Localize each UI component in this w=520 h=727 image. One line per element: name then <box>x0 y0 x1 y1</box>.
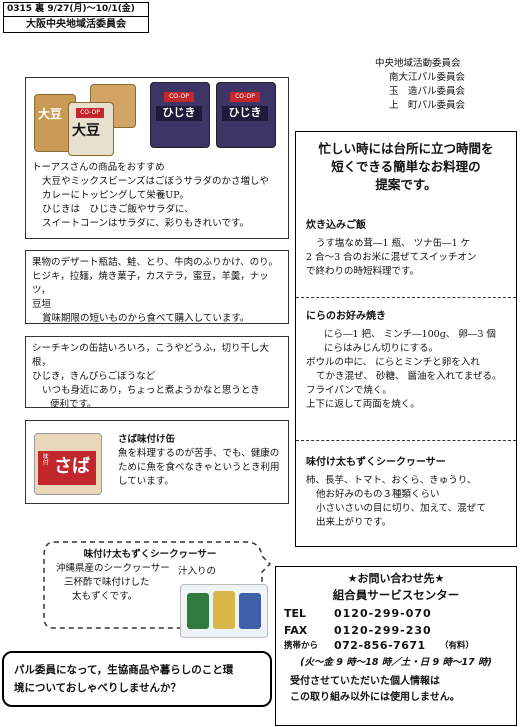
text-line: 小さいさいの目に切り、加えて、混ぜて <box>316 502 486 514</box>
text-line: ひじきは ひじきご飯やサラダに、 <box>42 204 194 215</box>
mobile-note: （有料） <box>440 641 475 651</box>
invite-line: パル委員になって，生協商品や暮らしのこと環 <box>14 664 234 676</box>
brand-badge: CO-OP <box>230 92 260 102</box>
text-line: シーチキンの缶詰いろいろ，こうやどうふ，切り干し大根， <box>32 343 270 368</box>
recipe-box: 忙しい時には台所に立つ時間を 短くできる簡単なお料理の 提案です。 炊き込みご飯… <box>295 131 517 547</box>
recipe-title: にらのお好み焼き <box>306 311 386 322</box>
saba-title: さば味付け缶 <box>118 434 176 445</box>
recipe-heading-line: 忙しい時には台所に立つ時間を <box>318 141 494 156</box>
divider <box>296 297 516 298</box>
text-line: 豆垣 <box>32 299 52 310</box>
recipe-item: 味付け太もずくシークヮーサー 柿、長芋、トマト、おくら、きゅうり、 他お好みのも… <box>306 456 510 530</box>
tel-label: TEL <box>284 607 307 620</box>
text-line: カレーにトッピングして栄養UP。 <box>42 190 190 201</box>
text-line: フライパンで焼く。 <box>306 384 392 396</box>
text-line: しています。 <box>118 476 174 487</box>
fruit-box: 果物のデザート瓶詰、鮭、とり、牛肉のふりかけ、のり。 ヒジキ，拉麺，焼き菓子，カ… <box>25 250 289 324</box>
text-line: にらはみじん切りにする。 <box>324 342 439 354</box>
recipe-heading-line: 提案です。 <box>375 177 437 192</box>
text-line: 果物のデザート瓶詰、鮭、とり、牛肉のふりかけ、のり。 <box>32 257 278 268</box>
text-line: ヒジキ，拉麺，焼き菓子，カステラ，蜜豆，羊羹，ナッツ， <box>32 271 269 296</box>
text-line: 便利です。 <box>50 399 97 410</box>
invitation-bubble: パル委員になって，生協商品や暮らしのこと環 境についておしゃべりしませんか？ <box>2 651 272 707</box>
mozuku-product-image <box>180 584 268 638</box>
text-line: スイートコーンはサラダに、彩りもきれいです。 <box>42 218 250 229</box>
text-line: 出来上がりです。 <box>316 516 392 528</box>
invite-line: 境についておしゃべりしませんか？ <box>14 682 182 694</box>
recipe-title: 味付け太もずくシークヮーサー <box>306 457 446 468</box>
hijiki-cans-image: CO-OP CO-OP ひじき ひじき <box>150 80 282 152</box>
privacy-note: 受付させていただいた個人情報は <box>290 676 440 687</box>
callout-bubble-outline <box>43 541 272 629</box>
fax-label: FAX <box>284 624 308 637</box>
can-side-label: 味付 <box>41 453 49 465</box>
divider <box>296 440 516 441</box>
fax-number: 0120-299-230 <box>334 624 432 637</box>
text-line: 2 合～3 合のお米に混ぜてスイッチオン <box>306 251 477 263</box>
soybean-cans-image: CO-OP 大豆 大豆 <box>34 82 140 156</box>
saba-can-image: 味付 さば <box>34 429 102 495</box>
text-line: 柿、長芋、トマト、おくら、きゅうり、 <box>306 474 477 486</box>
text-line: にら―1 把、 ミンチ―100g、 卵―3 個 <box>324 328 496 340</box>
can-label: さば <box>54 456 90 477</box>
brand-badge: CO-OP <box>76 108 104 118</box>
committee-item: 上 町パル委員会 <box>389 100 466 111</box>
privacy-note: この取り組み以外には使用しません。 <box>290 692 460 703</box>
text-line: ひじき，きんぴらごぼうなど <box>32 371 156 382</box>
text-line: 太もずくです。 <box>72 591 138 602</box>
recipe-item: にらのお好み焼き にら―1 把、 ミンチ―100g、 卵―3 個 にらはみじん切… <box>306 310 510 412</box>
can-label: 大豆 <box>38 107 63 121</box>
can-label: ひじき <box>222 106 268 121</box>
recipe-title: 炊き込みご飯 <box>306 220 366 231</box>
text-line: 上下に返して両面を焼く。 <box>306 398 420 410</box>
text-line: ために魚を食べなきゃというとき利用 <box>118 462 280 473</box>
products-box: CO-OP 大豆 大豆 CO-OP CO-OP ひじき ひじき トーアスさんの商… <box>25 77 289 239</box>
seafood-box: シーチキンの缶詰いろいろ，こうやどうふ，切り干し大根， ひじき，きんぴらごぼうな… <box>25 336 289 410</box>
committee-list: 中央地域活動委員会 南大江パル委員会 玉 造パル委員会 上 町パル委員会 <box>375 57 515 113</box>
mozuku-title: 味付け太もずくシークヮーサー <box>83 549 217 560</box>
organization-name: 大阪中央地域活委員会 <box>3 17 149 33</box>
text-line: で終わりの時短料理です。 <box>306 265 420 277</box>
brand-badge: CO-OP <box>164 92 194 102</box>
committee-item: 玉 造パル委員会 <box>389 86 466 97</box>
text-line: 沖縄県産のシークヮーサー <box>56 563 170 574</box>
mozuku-callout: 味付け太もずくシークヮーサー 沖縄県産のシークヮーサー 三杯酢で味付けした 太も… <box>56 548 262 604</box>
mozuku-tail-text: 汁入りの <box>178 566 217 577</box>
can-label: 大豆 <box>72 123 100 139</box>
text-line: 大豆やミックスビーンズはごぼうサラダのかさ増しや <box>42 176 269 187</box>
contact-box: ★お問い合わせ先★ 組合員サービスセンター TEL 0120-299-070 F… <box>275 566 517 726</box>
text-line: うす塩なめ茸―1 瓶、 ツナ缶―1 ケ <box>316 237 471 249</box>
recipe-heading-line: 短くできる簡単なお料理の <box>331 159 481 174</box>
issue-code: 0315 裏 9/27(月)～10/1(金) <box>3 2 149 17</box>
service-hours: (火～金 9 時～18 時／土・日 9 時～17 時) <box>300 657 492 668</box>
can-label: ひじき <box>156 106 202 121</box>
contact-org: 組合員サービスセンター <box>332 588 460 602</box>
contact-title: ★お問い合わせ先★ <box>347 572 445 585</box>
text-line: 三杯酢で味付けした <box>64 577 150 588</box>
text-line: いつも身近にあり，ちょっと煮ようかなと思うとき <box>42 385 260 396</box>
recipe-item: 炊き込みご飯 うす塩なめ茸―1 瓶、 ツナ缶―1 ケ 2 合～3 合のお米に混ぜ… <box>306 219 510 279</box>
tel-number: 0120-299-070 <box>334 607 432 620</box>
committee-item: 中央地域活動委員会 <box>375 58 461 69</box>
mobile-number: 072-856-7671 <box>334 639 426 652</box>
text-line: 他お好みのもの３種類くらい <box>316 488 440 500</box>
committee-item: 南大江パル委員会 <box>389 72 466 83</box>
saba-box: 味付 さば さば味付け缶 魚を料理するのが苦手、でも、健康の ために魚を食べなき… <box>25 420 289 504</box>
text-line: 賞味期限の短いものから食べて購入しています。 <box>42 313 250 324</box>
text-line: てかき混ぜ、 砂糖、 醤油を入れてまぜる。 <box>316 370 502 382</box>
text-line: ボウルの中に、 にらとミンチと卵を入れ <box>306 356 480 368</box>
mobile-label: 携帯から <box>284 641 319 651</box>
text-line: 魚を料理するのが苦手、でも、健康の <box>118 448 280 459</box>
text-line: トーアスさんの商品をおすすめ <box>32 162 165 173</box>
